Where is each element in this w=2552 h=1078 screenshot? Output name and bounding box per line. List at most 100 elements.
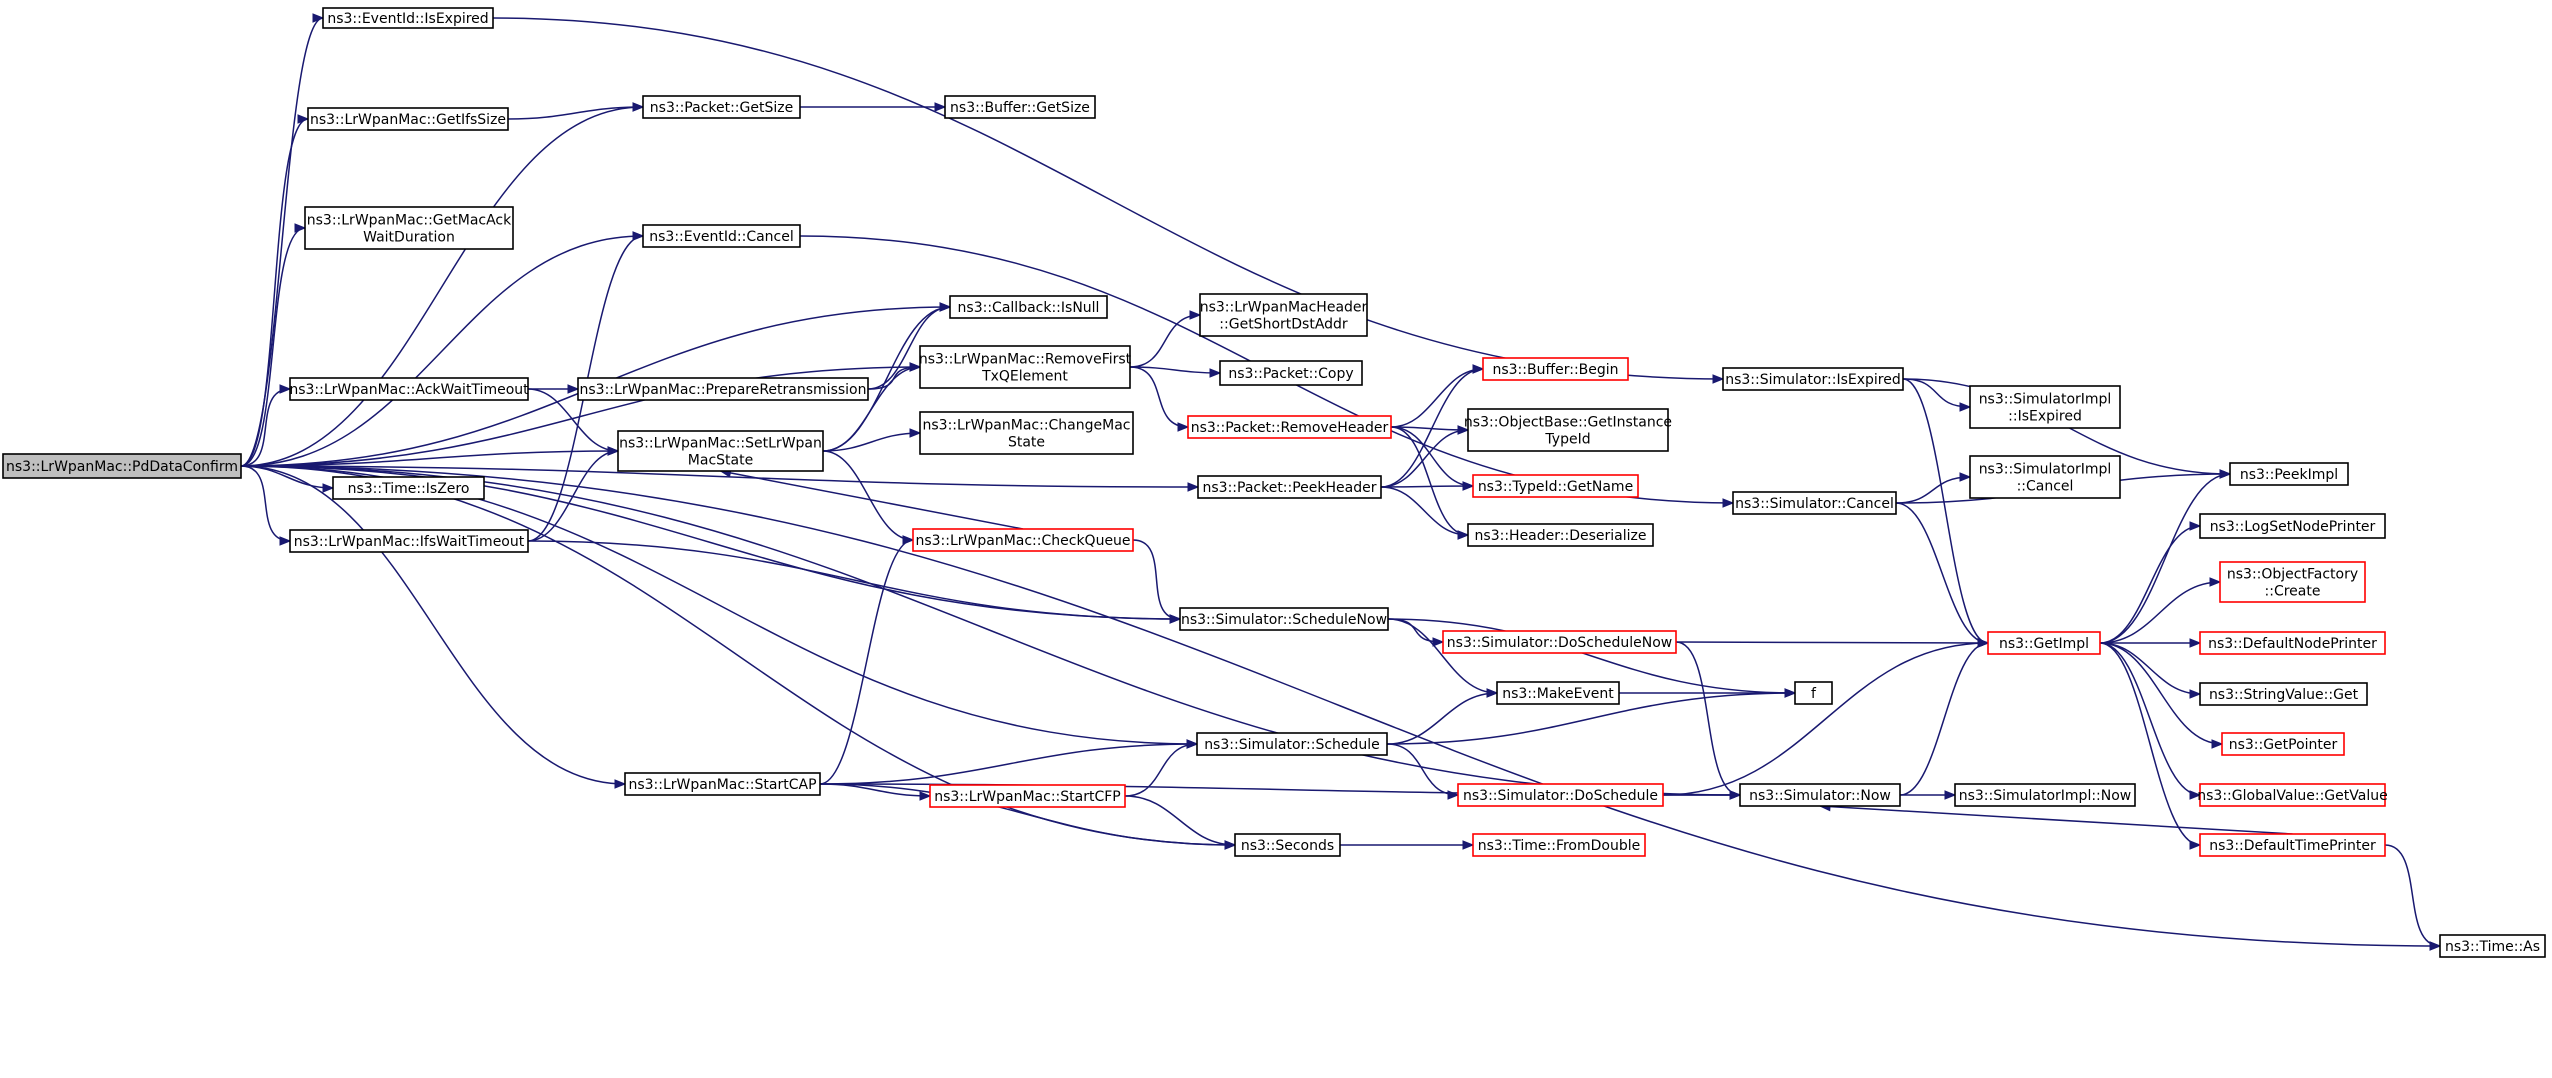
node-callback-isnull[interactable]: ns3::Callback::IsNull	[949, 295, 1108, 319]
node-prepareretrans[interactable]: ns3::LrWpanMac::PrepareRetransmission	[577, 377, 869, 401]
node-doschedule[interactable]: ns3::Simulator::DoSchedule	[1457, 783, 1664, 807]
edge-sim-isexpired-to-simimpl-isexpired	[1902, 378, 1972, 412]
node-fromdouble[interactable]: ns3::Time::FromDouble	[1472, 833, 1646, 857]
node-sim-now[interactable]: ns3::Simulator::Now	[1739, 783, 1901, 807]
edge-setlrwpan-to-checkqueue	[822, 450, 915, 545]
node-seconds[interactable]: ns3::Seconds	[1234, 833, 1341, 857]
node-packet-peekheader[interactable]: ns3::Packet::PeekHeader	[1197, 475, 1382, 499]
node-label: ns3::Time::FromDouble	[1478, 838, 1641, 854]
node-packet-copy[interactable]: ns3::Packet::Copy	[1219, 360, 1363, 386]
node-time-as[interactable]: ns3::Time::As	[2439, 934, 2546, 958]
node-time-iszero[interactable]: ns3::Time::IsZero	[332, 476, 485, 500]
node-box	[1197, 475, 1382, 499]
edge-getifssize-to-packet-getsize	[507, 102, 645, 120]
node-box	[1722, 367, 1904, 391]
node-label: ns3::Header::Deserialize	[1475, 528, 1647, 544]
node-box	[1179, 607, 1389, 631]
node-box	[1472, 474, 1639, 498]
edge-makeevent-to-f	[1618, 688, 1797, 698]
node-label: ns3::GlobalValue::GetValue	[2197, 788, 2387, 804]
node-defaulttimeprinter[interactable]: ns3::DefaultTimePrinter	[2199, 833, 2386, 857]
node-getpointer[interactable]: ns3::GetPointer	[2221, 732, 2345, 756]
edge-packet-peekheader-to-objectbase-getinstance	[1380, 425, 1470, 488]
node-box	[1199, 293, 1368, 337]
node-simimpl-now[interactable]: ns3::SimulatorImpl::Now	[1954, 783, 2136, 807]
node-label: ns3::LrWpanMac::StartCFP	[934, 789, 1121, 805]
node-sim-cancel[interactable]: ns3::Simulator::Cancel	[1732, 491, 1897, 515]
node-acktimeout[interactable]: ns3::LrWpanMac::AckWaitTimeout	[289, 377, 529, 401]
node-objectfactory[interactable]: ns3::ObjectFactory::Create	[2219, 561, 2366, 603]
node-label: ns3::Buffer::Begin	[1492, 362, 1618, 378]
node-peekimpl[interactable]: ns3::PeekImpl	[2229, 462, 2349, 486]
edge-seconds-to-fromdouble	[1339, 840, 1475, 850]
node-lognodeprinter[interactable]: ns3::LogSetNodePrinter	[2199, 513, 2386, 539]
node-box	[919, 345, 1131, 389]
node-globalvalue[interactable]: ns3::GlobalValue::GetValue	[2197, 783, 2388, 807]
node-getimpl[interactable]: ns3::GetImpl	[1987, 631, 2101, 655]
node-buffer-getsize[interactable]: ns3::Buffer::GetSize	[944, 95, 1096, 119]
node-typeid-getname[interactable]: ns3::TypeId::GetName	[1472, 474, 1639, 498]
node-box	[1219, 360, 1363, 386]
node-box	[1732, 491, 1897, 515]
nodes-layer: ns3::LrWpanMac::PdDataConfirm ns3::EventI…	[2, 7, 2546, 958]
node-label: ns3::Simulator::ScheduleNow	[1181, 612, 1387, 628]
node-sim-schedule[interactable]: ns3::Simulator::Schedule	[1196, 732, 1388, 756]
node-sim-isexpired[interactable]: ns3::Simulator::IsExpired	[1722, 367, 1904, 391]
node-startcap[interactable]: ns3::LrWpanMac::StartCAP	[624, 772, 821, 796]
edge-root-to-setlrwpan	[240, 446, 620, 467]
edge-root-to-startcap	[240, 465, 627, 789]
edge-setlrwpan-to-removefirst	[822, 362, 922, 452]
node-defaultnodeprinter[interactable]: ns3::DefaultNodePrinter	[2199, 631, 2386, 655]
edge-defaulttimeprinter-to-sim-now	[1818, 801, 2293, 835]
node-box	[1496, 681, 1620, 705]
node-packet-removeheader[interactable]: ns3::Packet::RemoveHeader	[1187, 415, 1392, 439]
node-box	[912, 528, 1134, 552]
node-checkqueue[interactable]: ns3::LrWpanMac::CheckQueue	[912, 528, 1134, 552]
node-header-deserialize[interactable]: ns3::Header::Deserialize	[1467, 523, 1654, 547]
node-makeevent[interactable]: ns3::MakeEvent	[1496, 681, 1620, 705]
node-box	[322, 7, 494, 29]
edge-checkqueue-to-schedulenow	[1132, 539, 1182, 624]
edge-doschedulenow-to-sim-now	[1675, 641, 1742, 800]
edge-getimpl-to-objectfactory	[2099, 577, 2222, 644]
edge-getimpl-to-globalvalue	[2099, 642, 2202, 800]
edge-setlrwpan-to-changemac	[822, 428, 922, 452]
node-label: TxQElement	[981, 369, 1068, 385]
edge-packet-peekheader-to-buffer-begin	[1380, 364, 1485, 488]
edge-removefirst-to-packet-removeheader	[1129, 366, 1190, 432]
node-label: ns3::SimulatorImpl::Now	[1959, 788, 2132, 804]
node-label: ns3::LrWpanMac::GetIfsSize	[310, 112, 506, 128]
node-box	[1467, 408, 1669, 452]
node-eventid-isexpired[interactable]: ns3::EventId::IsExpired	[322, 7, 494, 29]
node-box	[1196, 732, 1388, 756]
node-simimpl-cancel[interactable]: ns3::SimulatorImpl::Cancel	[1969, 455, 2121, 499]
node-label: MacState	[688, 453, 753, 469]
node-doschedulenow[interactable]: ns3::Simulator::DoScheduleNow	[1442, 630, 1677, 654]
node-getifssize[interactable]: ns3::LrWpanMac::GetIfsSize	[307, 107, 509, 131]
node-schedulenow[interactable]: ns3::Simulator::ScheduleNow	[1179, 607, 1389, 631]
node-label: ::Cancel	[2017, 479, 2074, 495]
node-label: ns3::LogSetNodePrinter	[2210, 519, 2376, 535]
node-simimpl-isexpired[interactable]: ns3::SimulatorImpl::IsExpired	[1969, 385, 2121, 429]
node-buffer-begin[interactable]: ns3::Buffer::Begin	[1482, 357, 1629, 381]
node-packet-getsize[interactable]: ns3::Packet::GetSize	[642, 95, 801, 119]
node-box	[919, 411, 1134, 455]
node-eventid-cancel[interactable]: ns3::EventId::Cancel	[642, 224, 801, 248]
edge-getimpl-to-getpointer	[2099, 642, 2224, 749]
node-getshortdst[interactable]: ns3::LrWpanMacHeader::GetShortDstAddr	[1199, 293, 1368, 337]
node-label: ns3::LrWpanMac::CheckQueue	[915, 533, 1130, 549]
node-f[interactable]: f	[1794, 681, 1833, 705]
node-startcfp[interactable]: ns3::LrWpanMac::StartCFP	[929, 784, 1126, 808]
node-stringvalue-get[interactable]: ns3::StringValue::Get	[2199, 682, 2368, 706]
node-label: ns3::Callback::IsNull	[958, 300, 1100, 316]
node-ifstimeout[interactable]: ns3::LrWpanMac::IfsWaitTimeout	[289, 529, 529, 553]
edge-defaulttimeprinter-to-time-as	[2384, 844, 2442, 951]
node-root[interactable]: ns3::LrWpanMac::PdDataConfirm	[2, 453, 242, 479]
node-label: ns3::LrWpanMac::StartCAP	[628, 777, 816, 793]
node-box	[2199, 833, 2386, 857]
